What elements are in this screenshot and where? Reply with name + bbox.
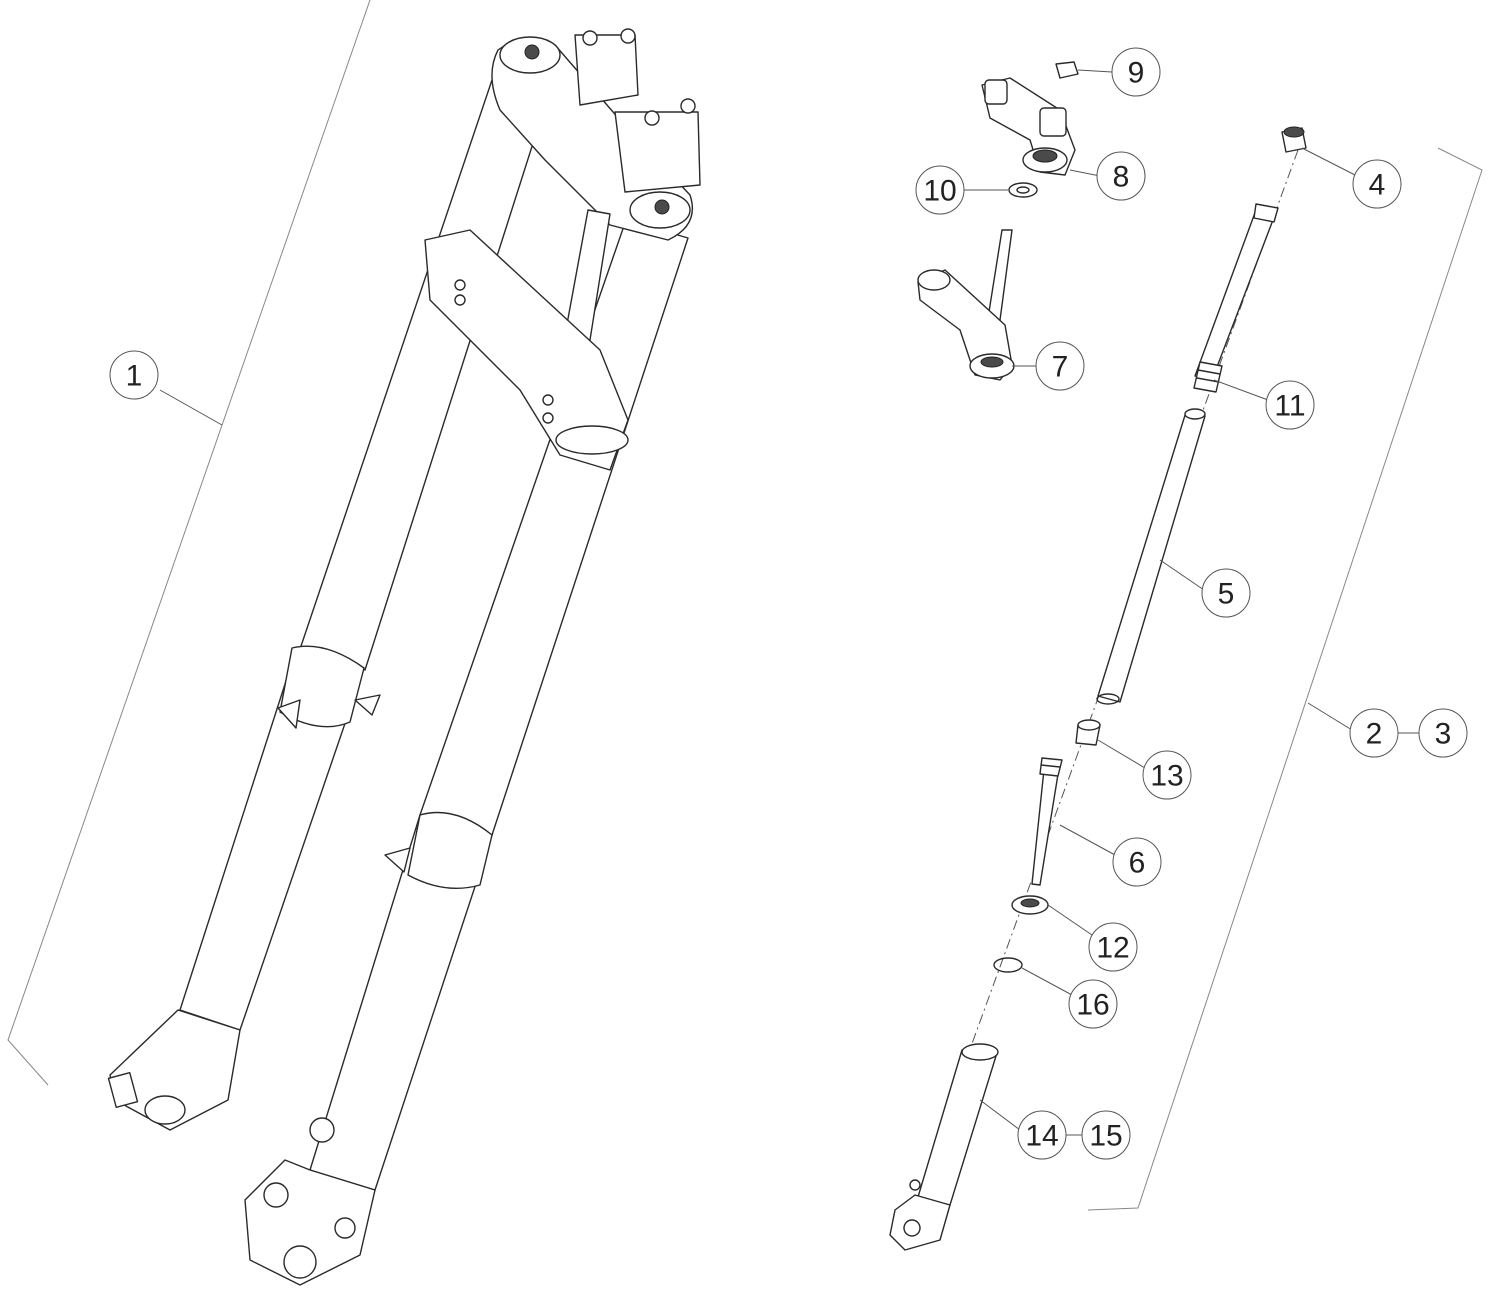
bottom-clamp-pinch-bolt-c (542, 394, 554, 406)
leader-4 (1301, 147, 1356, 176)
callout-10: 10 (915, 165, 965, 215)
callout-16: 16 (1068, 979, 1118, 1029)
callout-label-4: 4 (1369, 169, 1386, 202)
leader-11 (1213, 379, 1269, 401)
right-guard-collar (407, 811, 493, 890)
callout-15: 15 (1081, 1110, 1131, 1160)
callout-label-14: 14 (1025, 1120, 1058, 1153)
right-guard-tab (384, 847, 411, 873)
part-11-spring-cartridge (1193, 203, 1279, 393)
callout-label-7: 7 (1052, 351, 1069, 384)
left-axle-clamp (107, 1071, 139, 1109)
leader-8 (1069, 169, 1101, 177)
left-guard-tab-2 (354, 694, 381, 716)
leader-5 (1159, 559, 1205, 591)
callout-12: 12 (1088, 922, 1138, 972)
callout-label-8: 8 (1113, 161, 1130, 194)
part-12-seal (1011, 895, 1049, 915)
right-caliper-mount-lower (263, 1182, 289, 1208)
callout-label-3: 3 (1435, 718, 1452, 751)
leader-14 (979, 1099, 1021, 1131)
part-8-top-clamp (981, 77, 1076, 176)
left-axle-foot (109, 1009, 241, 1131)
bottom-clamp-pinch-bolt-a (454, 279, 466, 291)
left-guard-tab (277, 699, 301, 729)
bottom-clamp-pinch-bolt-b (454, 294, 466, 306)
handlebar-clamp-bolt-b (620, 28, 636, 44)
part-7-bottom-clamp (917, 229, 1015, 381)
part-13-bushing (1075, 719, 1101, 746)
part-6-damper-rod (1031, 757, 1063, 886)
callout-label-15: 15 (1089, 1120, 1122, 1153)
right-axle-pinch (334, 1217, 356, 1239)
callout-label-5: 5 (1218, 578, 1235, 611)
callout-label-1: 1 (126, 360, 143, 393)
top-clamp-bolt-left (524, 44, 540, 60)
callout-label-2: 2 (1366, 718, 1383, 751)
assembly-bracket-1 (7, 0, 371, 1086)
callout-label-16: 16 (1076, 989, 1109, 1022)
bottom-clamp-ring-right (555, 425, 629, 455)
callout-11: 11 (1265, 380, 1315, 430)
callout-label-6: 6 (1129, 847, 1146, 880)
callout-label-13: 13 (1150, 760, 1183, 793)
callout-7: 7 (1035, 341, 1085, 391)
right-axle-hole (283, 1245, 317, 1279)
leader-6 (1059, 824, 1116, 856)
fork-assembly (7, 0, 701, 1286)
callout-2: 2 (1349, 708, 1399, 758)
leader-9 (1077, 69, 1113, 73)
handlebar-clamp-left (574, 34, 639, 106)
leader-16 (1021, 967, 1073, 996)
callout-label-12: 12 (1096, 932, 1129, 965)
right-caliper-mount-upper (309, 1117, 335, 1143)
callout-8: 8 (1096, 151, 1146, 201)
part-14-15-outer-slider (889, 1043, 999, 1251)
callout-13: 13 (1142, 750, 1192, 800)
callout-3: 3 (1418, 708, 1468, 758)
part-9-nut (1055, 61, 1079, 79)
callout-1: 1 (109, 350, 159, 400)
handlebar-clamp-right (614, 111, 701, 193)
callout-4: 4 (1352, 159, 1402, 209)
leader-12 (1047, 904, 1093, 936)
leader-2 (1307, 702, 1353, 731)
handlebar-clamp-bolt-a (582, 30, 598, 46)
part-16-o-ring (993, 957, 1023, 973)
leader-13 (1097, 739, 1146, 769)
part-4-top-cap (1281, 126, 1307, 153)
left-axle-hole (144, 1095, 186, 1125)
handlebar-clamp-bolt-c (680, 98, 696, 114)
callout-6: 6 (1112, 837, 1162, 887)
callout-label-11: 11 (1274, 390, 1305, 423)
bottom-clamp-pinch-bolt-d (542, 412, 554, 424)
callout-5: 5 (1201, 568, 1251, 618)
assembly-bracket-2-3 (1087, 147, 1483, 1211)
callout-9: 9 (1111, 47, 1161, 97)
callout-label-10: 10 (923, 175, 956, 208)
part-10-washer (1008, 182, 1038, 198)
top-clamp-bolt-right (654, 199, 670, 215)
leader-1 (159, 389, 223, 426)
part-5-inner-tube (1096, 408, 1206, 705)
callout-14: 14 (1017, 1110, 1067, 1160)
callout-label-9: 9 (1128, 57, 1145, 90)
handlebar-clamp-bolt-d (644, 110, 660, 126)
bottom-triple-clamp (424, 229, 629, 471)
